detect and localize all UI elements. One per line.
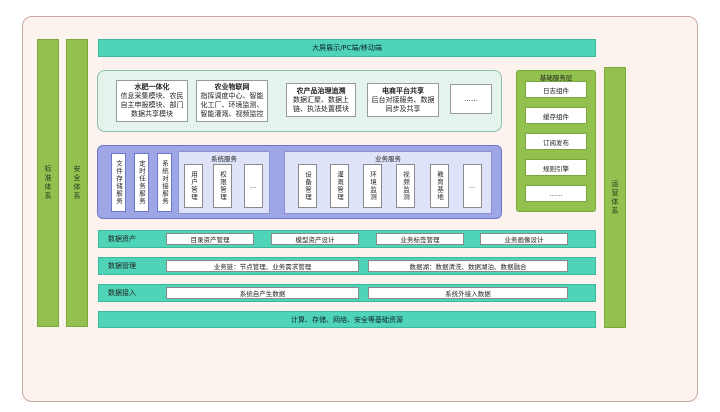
service-label: 设备管理 xyxy=(303,171,312,201)
app-module-line: 智能灌溉、视频监控 xyxy=(200,110,264,118)
model-asset-cell: 模型资产设计 xyxy=(271,233,359,245)
business-tag-cell: 业务标签管理 xyxy=(376,233,464,245)
service-label: … xyxy=(468,182,477,190)
app-module-title: 农业物联网 xyxy=(214,83,250,91)
service-label: 教育基地 xyxy=(435,171,444,201)
data-asset-label: 数据资产 xyxy=(108,235,136,243)
device-management-box: 设备管理 xyxy=(298,164,317,208)
environment-monitoring-box: 环境监测 xyxy=(363,164,382,208)
infrastructure-label: 计算、存储、网络、安全等基础资源 xyxy=(291,315,403,324)
external-data-cell: 系统外接入数据 xyxy=(368,287,568,299)
service-label: 视频监测 xyxy=(401,171,410,201)
base-service-item: 日志组件 xyxy=(543,86,569,95)
base-service-item: 订阅发布 xyxy=(543,138,569,147)
service-label: 定时任务服务 xyxy=(137,160,146,205)
app-module-line: 化工厂、环境监测、 xyxy=(200,101,264,109)
base-service-item: 规则引擎 xyxy=(543,164,569,173)
standard-system-column: 标准体系 xyxy=(37,39,59,327)
base-service-item: …… xyxy=(549,189,563,198)
app-module-line: 同步及共享 xyxy=(385,104,421,113)
video-monitoring-box: 视频监测 xyxy=(396,164,415,208)
row-cell-text: 业务标签管理 xyxy=(400,236,440,244)
business-service-title: 业务服务 xyxy=(375,155,401,163)
display-layer-label: 大屏展示/PC端/移动端 xyxy=(312,44,382,52)
app-module-iot: 农业物联网 指挥调度中心、智能 化工厂、环境监测、 智能灌溉、视频监控 xyxy=(196,80,268,122)
app-module-line: 数据汇聚、数据上 xyxy=(293,95,349,104)
service-label: … xyxy=(249,182,258,190)
row-cell-text: 数据湖：数据清洗、数据湖泊、数据融合 xyxy=(409,263,527,271)
cache-component-box: 缓存组件 xyxy=(525,107,587,124)
service-label: 环境监测 xyxy=(368,171,377,201)
security-system-column: 安全体系 xyxy=(66,39,88,327)
app-module-title: 农产品治理追溯 xyxy=(296,86,346,95)
app-module-ecommerce: 电商平台共享 后台对接服务、数据 同步及共享 xyxy=(367,83,439,117)
app-module-title: 水肥一体化 xyxy=(134,83,170,91)
standard-system-label: 标准体系 xyxy=(44,165,52,201)
operation-system-column: 运营体系 xyxy=(604,67,626,328)
app-module-line: 数据共享模块 xyxy=(131,110,173,118)
business-service-group xyxy=(284,151,492,214)
app-module-line: 链、执法处置模块 xyxy=(293,104,349,113)
system-service-title: 系统服务 xyxy=(211,155,237,163)
security-system-label: 安全体系 xyxy=(73,165,81,201)
business-chain-cell: 业务链：节点管理、业务需求管理 xyxy=(166,260,359,272)
base-service-more-box: …… xyxy=(525,185,587,202)
app-module-line: 信息采集模块、农民 xyxy=(120,92,184,100)
row-cell-text: 系统外接入数据 xyxy=(445,290,491,298)
app-module-more: …… xyxy=(450,84,492,114)
base-service-item: 缓存组件 xyxy=(543,112,569,121)
app-module-line: 后台对接服务、数据 xyxy=(371,95,435,104)
irrigation-management-box: 灌溉管理 xyxy=(330,164,349,208)
file-storage-service: 文件存储服务 xyxy=(111,153,126,212)
app-module-line: 指挥调度中心、智能 xyxy=(200,92,264,100)
system-integration-service: 系统对接服务 xyxy=(157,153,172,212)
row-cell-text: 目录资产管理 xyxy=(190,236,230,244)
pubsub-box: 订阅发布 xyxy=(525,133,587,150)
row-cell-text: 业务画像设计 xyxy=(504,236,544,244)
app-module-traceability: 农产品治理追溯 数据汇聚、数据上 链、执法处置模块 xyxy=(286,83,356,117)
user-management-box: 用户管理 xyxy=(184,164,203,208)
service-label: 灌溉管理 xyxy=(335,171,344,201)
rule-engine-box: 规则引擎 xyxy=(525,159,587,176)
app-more-label: …… xyxy=(464,94,478,103)
row-cell-text: 模型资产设计 xyxy=(295,236,335,244)
app-module-line: 自主申报模块、部门 xyxy=(120,101,184,109)
infrastructure-bar: 计算、存储、网络、安全等基础资源 xyxy=(98,311,596,328)
service-label: 系统对接服务 xyxy=(160,160,169,205)
log-component-box: 日志组件 xyxy=(525,81,587,98)
business-service-more-box: … xyxy=(463,164,482,208)
internal-data-cell: 系统自产生数据 xyxy=(166,287,359,299)
education-base-box: 教育基地 xyxy=(430,164,449,208)
data-ingestion-label: 数据接入 xyxy=(108,289,136,297)
scheduled-task-service: 定时任务服务 xyxy=(134,153,149,212)
display-layer-bar: 大屏展示/PC端/移动端 xyxy=(98,39,596,57)
base-service-title: 基础服务层 xyxy=(539,74,573,82)
service-label: 权限管理 xyxy=(218,171,227,201)
operation-system-label: 运营体系 xyxy=(611,179,619,216)
app-module-title: 电商平台共享 xyxy=(382,86,424,95)
catalog-asset-cell: 目录资产管理 xyxy=(166,233,254,245)
row-cell-text: 业务链：节点管理、业务需求管理 xyxy=(213,263,312,271)
service-label: 文件存储服务 xyxy=(114,160,123,205)
business-profile-cell: 业务画像设计 xyxy=(480,233,568,245)
app-module-water-fertilizer: 水肥一体化 信息采集模块、农民 自主申报模块、部门 数据共享模块 xyxy=(116,80,188,122)
data-lake-cell: 数据湖：数据清洗、数据湖泊、数据融合 xyxy=(368,260,568,272)
row-cell-text: 系统自产生数据 xyxy=(239,290,286,298)
service-label: 用户管理 xyxy=(189,171,198,201)
permission-management-box: 权限管理 xyxy=(213,164,232,208)
system-service-more-box: … xyxy=(244,164,263,208)
data-management-label: 数据管理 xyxy=(108,262,136,270)
